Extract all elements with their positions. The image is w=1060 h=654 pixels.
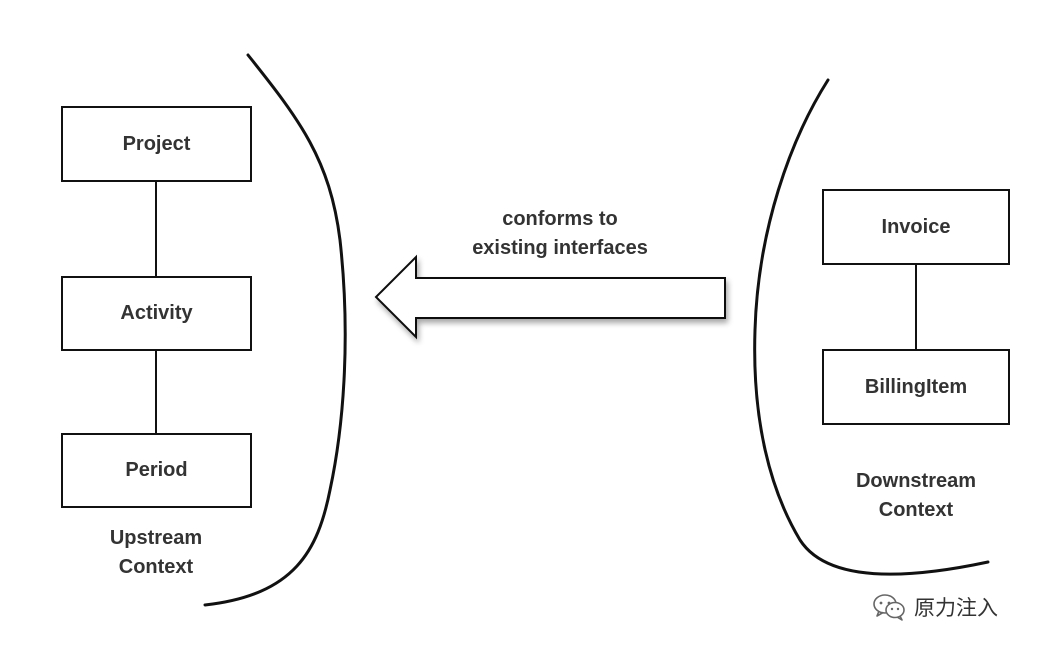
conformist-arrow	[374, 254, 726, 340]
arrow-label-line2: existing interfaces	[472, 237, 648, 259]
period-box: Period	[61, 433, 252, 508]
activity-label: Activity	[120, 302, 193, 324]
invoice-box: Invoice	[822, 189, 1010, 265]
project-box: Project	[61, 106, 252, 182]
downstream-boundary-curve	[753, 78, 990, 576]
billingitem-label: BillingItem	[864, 375, 968, 398]
downstream-label-line2: Context	[878, 499, 954, 521]
downstream-label-line1: Downstream	[855, 470, 977, 492]
project-label: Project	[122, 132, 191, 155]
arrow-label-line1: conforms to	[502, 208, 618, 230]
billingitem-box: BillingItem	[822, 349, 1010, 425]
watermark: 原力注入	[872, 592, 998, 622]
arrow-label: conforms to existing interfaces	[440, 205, 680, 263]
period-label: Period	[125, 459, 188, 481]
downstream-context-label: Downstream Context	[826, 467, 1006, 525]
upstream-context-label: Upstream Context	[80, 524, 232, 582]
wechat-icon	[873, 594, 905, 621]
upstream-label-line2: Context	[118, 556, 194, 578]
activity-period-connector	[155, 351, 157, 433]
activity-box: Activity	[61, 276, 252, 351]
project-activity-connector	[155, 182, 157, 276]
upstream-label-line1: Upstream	[109, 527, 203, 549]
invoice-billingitem-connector	[915, 265, 917, 349]
invoice-label: Invoice	[881, 215, 951, 238]
watermark-text: 原力注入	[914, 597, 998, 620]
upstream-boundary-curve	[203, 53, 347, 607]
